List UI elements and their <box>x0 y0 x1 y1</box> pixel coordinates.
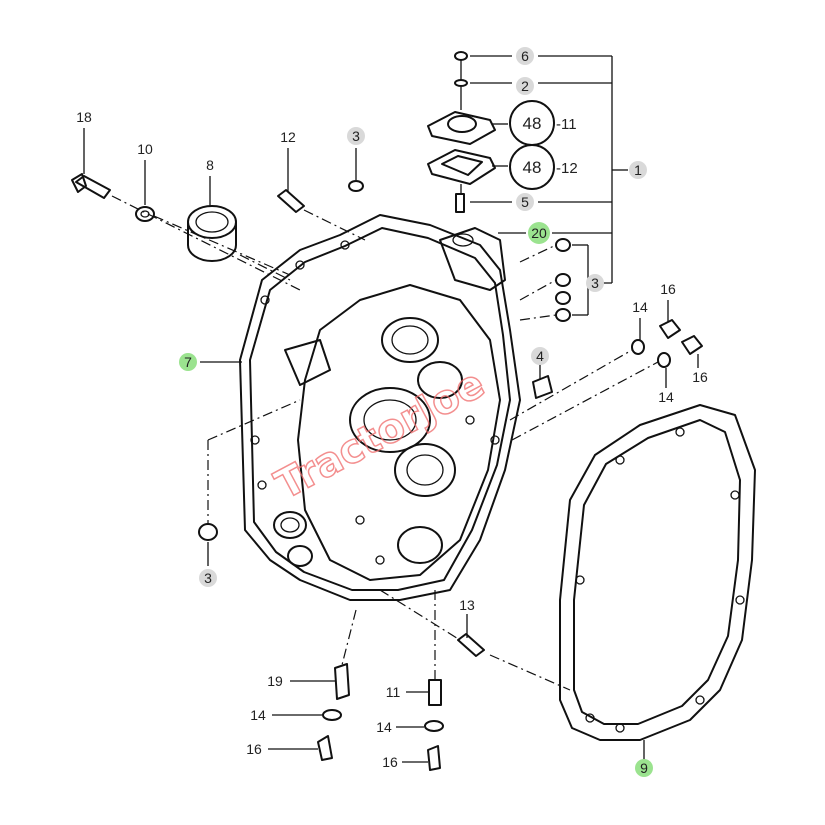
callout-bubble-6 <box>516 47 534 65</box>
transmission-case <box>239 214 521 601</box>
pin-19 <box>334 663 350 700</box>
pin-5 <box>455 193 465 213</box>
callout-14-left: 14 <box>250 707 266 723</box>
callout-10: 10 <box>137 141 153 157</box>
ref-suffix-12: -12 <box>556 160 578 177</box>
ref-48-top: 48 <box>523 114 542 133</box>
callout-16-mid: 16 <box>382 754 398 770</box>
callout-3-right: 3 <box>591 275 599 291</box>
nut-6 <box>454 51 468 61</box>
plug-3-b <box>555 273 571 287</box>
callout-6: 6 <box>521 48 529 64</box>
gasket-12 <box>427 149 496 185</box>
callout-16-right-mid: 16 <box>692 369 708 385</box>
callout-labels: 6 2 1 5 20 3 48 -11 48 -12 18 10 8 12 3 … <box>76 47 708 777</box>
pin-12 <box>277 189 305 213</box>
bearing-8 <box>187 205 237 262</box>
right-side-parts <box>509 238 703 441</box>
callout-bubble-3-right <box>586 274 604 292</box>
washer-14-c <box>322 709 342 721</box>
callout-bubble-20 <box>528 222 550 244</box>
callout-2: 2 <box>521 78 529 94</box>
plug-3-bottom <box>198 523 218 541</box>
callout-12: 12 <box>280 129 296 145</box>
callout-leaders <box>83 128 699 763</box>
callout-16-left: 16 <box>246 741 262 757</box>
plug-3-top <box>348 180 364 192</box>
bolt-16-d <box>427 745 441 771</box>
bolt-16-b <box>681 335 703 355</box>
callout-5: 5 <box>521 194 529 210</box>
cover-11 <box>427 111 496 145</box>
plug-3-a <box>555 238 571 252</box>
gasket-9 <box>559 404 756 741</box>
callout-16-right-top: 16 <box>660 281 676 297</box>
left-side-parts <box>71 173 366 291</box>
callout-13: 13 <box>459 597 475 613</box>
watermark-text: TractorJoe <box>268 361 492 509</box>
callout-14-mid: 14 <box>376 719 392 735</box>
callout-8: 8 <box>206 157 214 173</box>
group-bracket-1 <box>470 55 628 316</box>
callout-bubble-5 <box>516 193 534 211</box>
callout-20: 20 <box>531 225 547 241</box>
washer-10 <box>135 206 155 222</box>
washer-14-d <box>424 720 444 732</box>
callout-9: 9 <box>640 760 648 776</box>
bolt-16-a <box>659 319 681 339</box>
callout-bubble-4 <box>531 347 549 365</box>
callout-14-right-mid: 14 <box>658 389 674 405</box>
callout-bubble-3-top <box>347 127 365 145</box>
washer-14-a <box>631 339 645 355</box>
washer-2 <box>454 79 468 87</box>
pin-13 <box>457 633 485 657</box>
ref-48-bottom: 48 <box>523 158 542 177</box>
callout-bubble-7 <box>179 353 197 371</box>
callout-3-bottom: 3 <box>204 570 212 586</box>
callout-bubble-9 <box>635 759 653 777</box>
plug-3-c <box>555 291 571 305</box>
ref-suffix-11: -11 <box>556 116 577 133</box>
callout-3-top: 3 <box>352 128 360 144</box>
bolt-16-c <box>317 735 333 761</box>
ref-circle-48-bottom <box>509 144 555 190</box>
washer-14-b <box>657 352 671 368</box>
bolt-18 <box>75 175 111 199</box>
callout-1: 1 <box>634 162 642 178</box>
callout-14-right-top: 14 <box>632 299 648 315</box>
callout-18: 18 <box>76 109 92 125</box>
callout-4: 4 <box>536 348 544 364</box>
callout-11: 11 <box>386 684 401 700</box>
callout-19: 19 <box>267 673 283 689</box>
pin-11 <box>428 679 442 706</box>
top-cover-assembly <box>427 51 496 213</box>
callout-7: 7 <box>184 354 192 370</box>
plug-3-d <box>555 308 571 322</box>
bottom-parts <box>198 399 571 771</box>
callout-bubble-1 <box>629 161 647 179</box>
callout-bubble-2 <box>516 77 534 95</box>
plug-4 <box>532 375 553 399</box>
callout-bubble-3-bottom <box>199 569 217 587</box>
